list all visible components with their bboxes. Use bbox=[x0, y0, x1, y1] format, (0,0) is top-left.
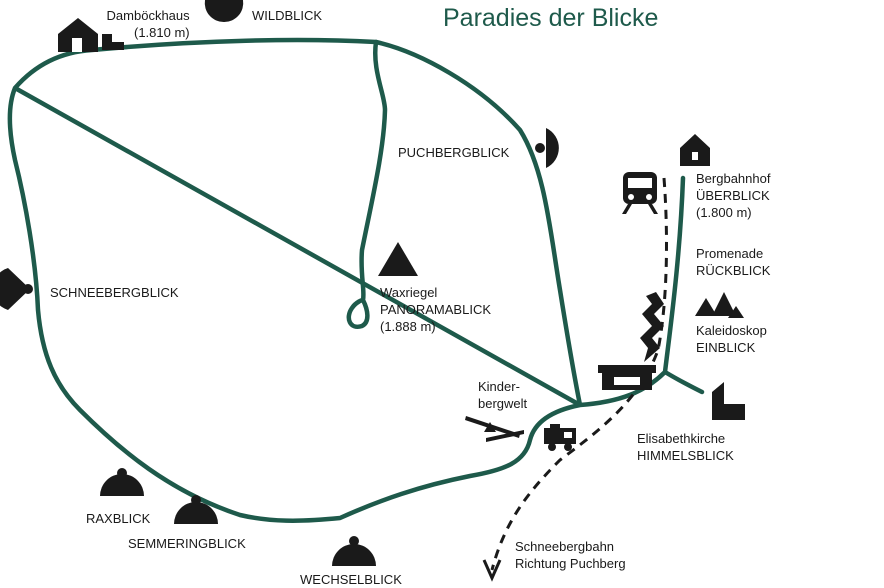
waxriegel-name: Waxriegel bbox=[380, 285, 438, 300]
bergbahnhof-view: ÜBERBLICK bbox=[696, 188, 770, 203]
label-raxblick: RAXBLICK bbox=[86, 511, 151, 526]
waxriegel-view: PANORAMABLICK bbox=[380, 302, 492, 317]
kaleidoskop-name: Kaleidoskop bbox=[696, 323, 767, 338]
label-wechselblick: WECHSELBLICK bbox=[300, 572, 402, 587]
church-trail bbox=[662, 369, 705, 395]
bergbahnhof-name: Bergbahnhof bbox=[696, 171, 771, 186]
kaleidoscope-icon bbox=[640, 292, 664, 362]
station-icon bbox=[680, 134, 710, 166]
dambockhaus-name: Damböckhaus bbox=[106, 8, 190, 23]
mountain-icon bbox=[378, 242, 418, 276]
label-bergbahnhof: Bergbahnhof ÜBERBLICK (1.800 m) bbox=[696, 170, 770, 221]
railway-line bbox=[490, 177, 668, 571]
seesaw-icon bbox=[465, 416, 524, 442]
kinderbergwelt-line1: Kinder- bbox=[478, 379, 520, 394]
promenade-view: RÜCKBLICK bbox=[696, 263, 771, 278]
label-promenade: Promenade RÜCKBLICK bbox=[696, 245, 770, 279]
church-icon bbox=[712, 382, 745, 420]
drink-icon bbox=[102, 34, 124, 50]
toy-train-icon bbox=[544, 424, 576, 451]
label-semmeringblick: SEMMERINGBLICK bbox=[128, 536, 246, 551]
waxriegel-trail bbox=[346, 39, 388, 330]
dambockhaus-elevation: (1.810 m) bbox=[134, 25, 190, 40]
tents-icon bbox=[695, 292, 744, 318]
building-icon bbox=[598, 365, 656, 390]
schneebergbahn-direction: Richtung Puchberg bbox=[515, 556, 626, 571]
kinderbergwelt-line2: bergwelt bbox=[478, 396, 528, 411]
label-schneebergblick: SCHNEEBERGBLICK bbox=[50, 285, 179, 300]
label-waxriegel: Waxriegel PANORAMABLICK (1.888 m) bbox=[380, 284, 491, 335]
label-elisabethkirche: Elisabethkirche HIMMELSBLICK bbox=[637, 430, 734, 464]
bergbahnhof-elevation: (1.800 m) bbox=[696, 205, 752, 220]
train-icon bbox=[622, 172, 658, 214]
label-wildblick: WILDBLICK bbox=[252, 8, 323, 23]
waxriegel-elevation: (1.888 m) bbox=[380, 319, 436, 334]
main-trail bbox=[7, 37, 686, 523]
kaleidoskop-view: EINBLICK bbox=[696, 340, 756, 355]
map-title: Paradies der Blicke bbox=[443, 4, 659, 32]
schneebergbahn-name: Schneebergbahn bbox=[515, 539, 615, 554]
elisabethkirche-name: Elisabethkirche bbox=[637, 431, 726, 446]
promenade-name: Promenade bbox=[696, 246, 764, 261]
elisabethkirche-view: HIMMELSBLICK bbox=[637, 448, 734, 463]
arrow-down-icon bbox=[482, 559, 502, 582]
hut-icon bbox=[58, 18, 98, 52]
label-kaleidoskop: Kaleidoskop EINBLICK bbox=[696, 322, 767, 356]
label-puchbergblick: PUCHBERGBLICK bbox=[398, 145, 510, 160]
label-kinderbergwelt: Kinder- bergwelt bbox=[478, 378, 527, 412]
label-schneebergbahn: Schneebergbahn Richtung Puchberg bbox=[515, 538, 626, 572]
label-dambockhaus: Damböckhaus (1.810 m) bbox=[102, 7, 190, 41]
viewpoint-icon bbox=[0, 0, 559, 566]
